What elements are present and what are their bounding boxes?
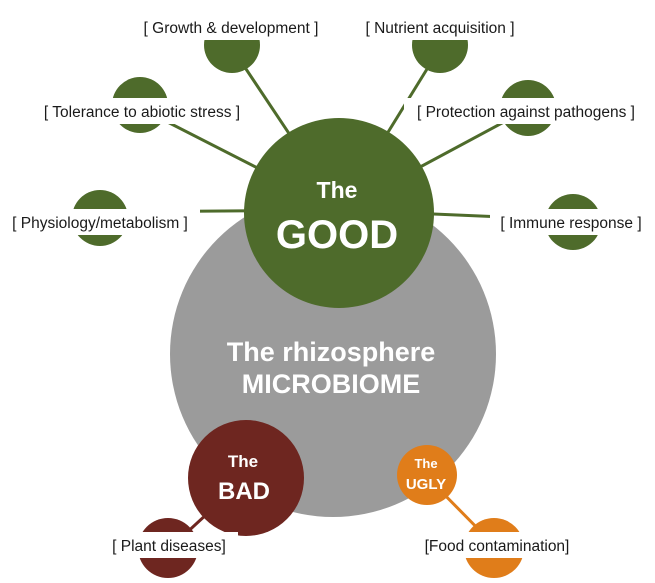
good-role-labels: [ Growth & development ] [ Nutrient acqu… xyxy=(12,20,642,232)
role-food-contamination: [Food contamination] xyxy=(425,538,570,555)
bad-circle xyxy=(188,420,304,536)
role-plant-diseases: [ Plant diseases] xyxy=(112,538,226,555)
bad-title-big: BAD xyxy=(218,478,270,505)
good-circle xyxy=(244,118,434,308)
label-bg-immune xyxy=(490,209,654,235)
role-growth: [ Growth & development ] xyxy=(144,20,319,37)
label-bg-physiology xyxy=(0,209,200,235)
label-bg-abiotic xyxy=(30,98,256,124)
label-bg-plant-diseases xyxy=(100,532,238,558)
label-bg-pathogens xyxy=(404,98,648,124)
role-immune: [ Immune response ] xyxy=(500,215,641,232)
good-title-big: GOOD xyxy=(276,213,398,257)
ugly-title-small: The xyxy=(414,456,437,471)
role-pathogens: [ Protection against pathogens ] xyxy=(417,104,635,121)
ugly-title-big: UGLY xyxy=(406,476,446,493)
label-bg-food-contamination xyxy=(410,532,584,558)
bad-title-small: The xyxy=(228,452,258,471)
ugly-circle xyxy=(397,445,457,505)
role-nutrient: [ Nutrient acquisition ] xyxy=(365,20,514,37)
label-bg-growth xyxy=(130,14,332,40)
microbiome-title-line2: MICROBIOME xyxy=(242,369,421,399)
good-title-small: The xyxy=(317,177,358,203)
good-label-backgrounds xyxy=(0,14,654,235)
label-bg-nutrient xyxy=(354,14,526,40)
microbiome-title-line1: The rhizosphere xyxy=(227,337,436,367)
role-abiotic: [ Tolerance to abiotic stress ] xyxy=(44,104,240,121)
role-physiology: [ Physiology/metabolism ] xyxy=(12,215,188,232)
